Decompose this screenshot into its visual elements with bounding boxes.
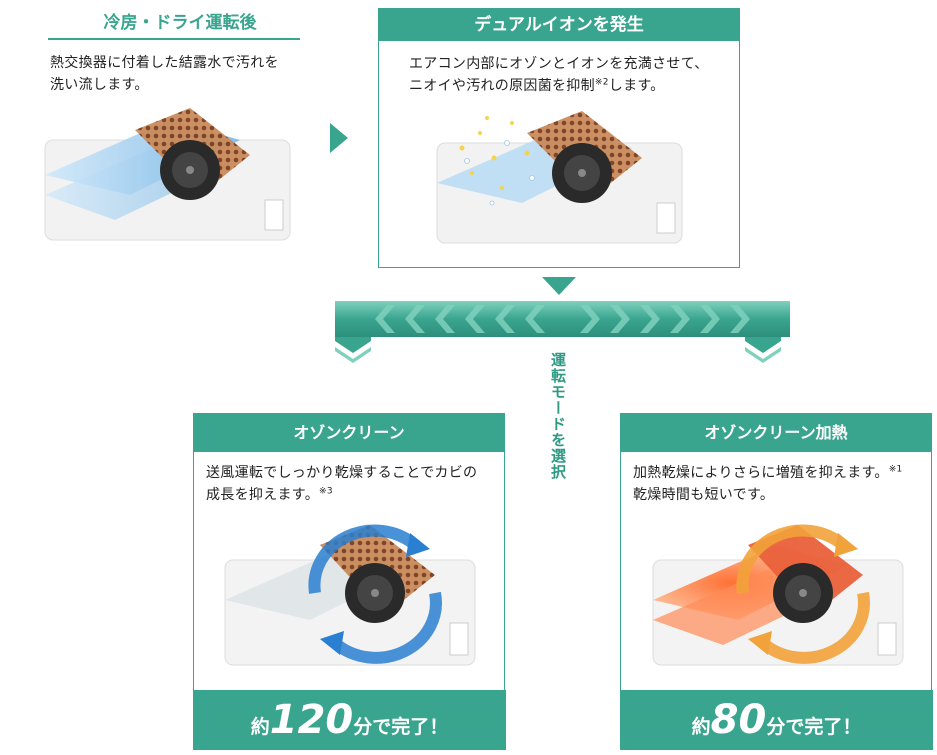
step1-title-underline — [48, 38, 300, 40]
step1-description: 熱交換器に付着した結露水で汚れを 洗い流します。 — [50, 52, 320, 96]
step1-title: 冷房・ドライ運転後 — [103, 13, 257, 33]
step2-description-line1: エアコン内部にオゾンとイオンを充満させて、 — [409, 56, 709, 72]
step2-title: デュアルイオンを発生 — [379, 9, 739, 41]
option-a-result-bar: 約 120 分で完了！ — [193, 690, 506, 750]
step2-description-line2-main: ニオイや汚れの原因菌を抑制 — [409, 78, 595, 94]
step2-description-line2: ニオイや汚れの原因菌を抑制※2します。 — [409, 75, 739, 97]
option-b-result-bar: 約 80 分で完了！ — [620, 690, 933, 750]
ac-unit-drying-illustration — [224, 524, 476, 666]
footnote-2: ※2 — [594, 77, 609, 88]
option-b-title: オゾンクリーン加熱 — [621, 414, 931, 452]
ac-unit-heating-illustration — [652, 524, 904, 666]
option-b-result-prefix: 約 — [691, 716, 711, 738]
option-b-description-line1: 加熱乾燥によりさらに増殖を抑えます。※1 — [633, 462, 931, 484]
ac-unit-ion-illustration — [436, 111, 683, 244]
option-a-result-prefix: 約 — [250, 716, 270, 738]
option-a-description-line2-main: 成長を抑えます。 — [206, 487, 319, 503]
arrow-right-icon — [330, 123, 348, 153]
option-a-description-line2: 成長を抑えます。※3 — [206, 484, 504, 506]
branch-arrow-bar — [335, 301, 790, 363]
option-b-description-line1-main: 加熱乾燥によりさらに増殖を抑えます。 — [633, 465, 889, 481]
option-a-result-number: 120 — [269, 697, 354, 743]
footnote-3: ※3 — [319, 486, 333, 497]
step1-description-line1: 熱交換器に付着した結露水で汚れを — [50, 55, 279, 71]
option-a-result-suffix: 分で完了！ — [353, 716, 449, 738]
option-a-title: オゾンクリーン — [194, 414, 504, 452]
option-b-result-number: 80 — [710, 697, 767, 743]
step2-description-line2-tail: します。 — [608, 78, 665, 94]
step2-description: エアコン内部にオゾンとイオンを充満させて、 ニオイや汚れの原因菌を抑制※2します… — [379, 41, 739, 97]
mode-select-label: 運転モードを選択 — [549, 352, 567, 480]
option-b-description-line2: 乾燥時間も短いです。 — [633, 487, 775, 503]
option-b-result-suffix: 分で完了！ — [766, 716, 862, 738]
option-a-description-line1: 送風運転でしっかり乾燥することでカビの — [206, 465, 478, 481]
option-a-description: 送風運転でしっかり乾燥することでカビの 成長を抑えます。※3 — [194, 452, 504, 506]
arrow-down-icon — [542, 277, 576, 295]
footnote-1: ※1 — [888, 464, 903, 475]
ac-unit-washing-illustration — [44, 108, 291, 241]
step1-description-line2: 洗い流します。 — [50, 77, 149, 93]
option-b-description: 加熱乾燥によりさらに増殖を抑えます。※1 乾燥時間も短いです。 — [621, 452, 931, 506]
